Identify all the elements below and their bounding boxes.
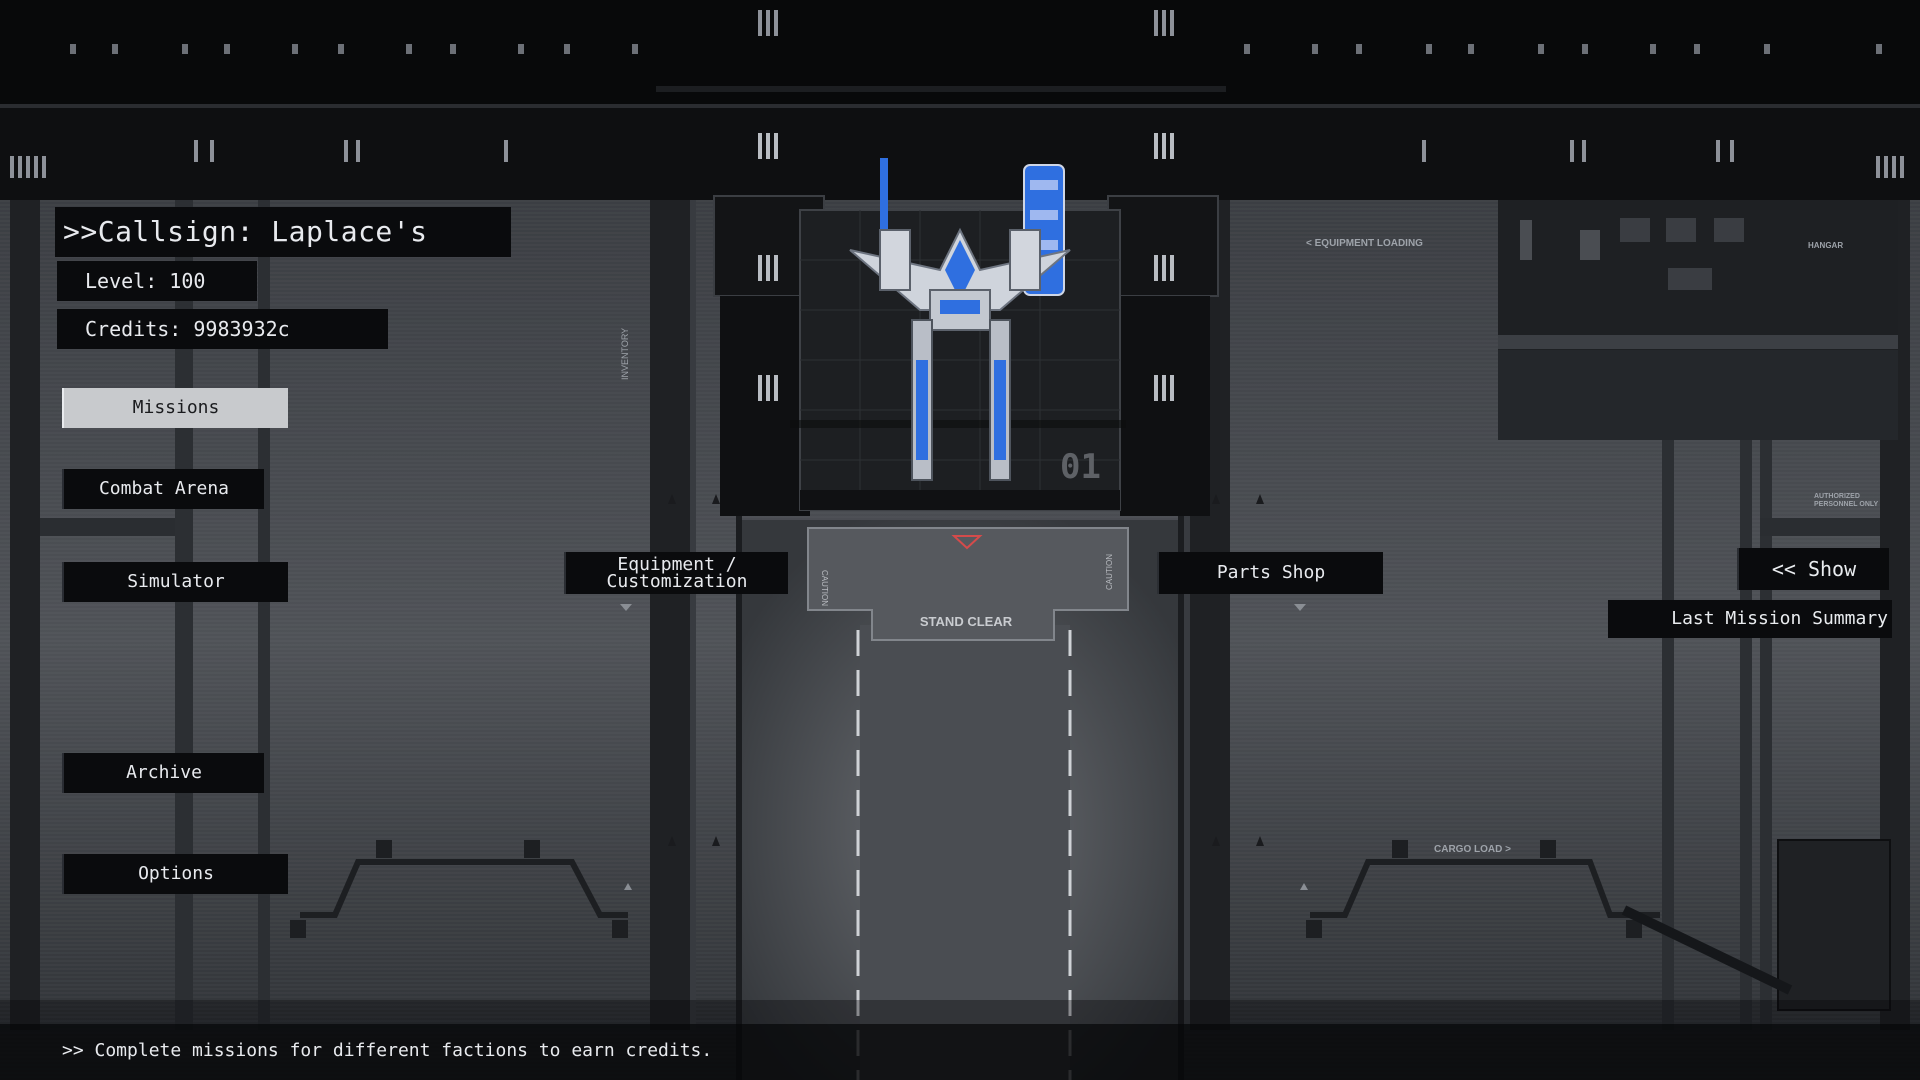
parts-shop-button[interactable]: Parts Shop: [1157, 552, 1383, 594]
show-label: << Show: [1771, 557, 1857, 581]
cargo-load-label: CARGO LOAD >: [1434, 844, 1511, 855]
equipment-customization-button[interactable]: Equipment / Customization: [564, 552, 788, 594]
authorized-label: AUTHORIZED: [1814, 493, 1860, 500]
hangar-label: HANGAR: [1808, 241, 1843, 250]
tip-text: >> Complete missions for different facti…: [62, 1040, 713, 1061]
simulator-label: Simulator: [127, 571, 225, 592]
credits-panel: Credits: 9983932c: [57, 309, 388, 349]
inventory-label: INVENTORY: [620, 328, 630, 380]
archive-label: Archive: [126, 762, 202, 783]
equipment-loading-label: < EQUIPMENT LOADING: [1306, 238, 1423, 249]
bay-number-label: 01: [1060, 447, 1101, 487]
level-text: Level: 100: [85, 269, 206, 293]
equipment-label-line2: Customization: [606, 571, 748, 592]
callsign-panel: >>Callsign: Laplace's Demon: [55, 207, 511, 298]
options-label: Options: [138, 863, 214, 884]
show-button[interactable]: << Show: [1737, 548, 1889, 590]
level-panel: Level: 100: [57, 261, 257, 301]
archive-button[interactable]: Archive: [62, 753, 264, 793]
personnel-label: PERSONNEL ONLY: [1814, 501, 1879, 508]
stand-clear-label: STAND CLEAR: [920, 614, 1013, 629]
simulator-button[interactable]: Simulator: [62, 562, 288, 602]
last-mission-summary-tab[interactable]: Last Mission Summary: [1608, 600, 1892, 638]
options-button[interactable]: Options: [62, 854, 288, 894]
combat-arena-button[interactable]: Combat Arena: [62, 469, 264, 509]
mech-sprite: [849, 158, 1071, 481]
credits-text: Credits: 9983932c: [85, 317, 290, 341]
combat-arena-label: Combat Arena: [98, 478, 230, 499]
caution-left-label: CAUTION: [820, 570, 829, 606]
missions-label: Missions: [132, 397, 220, 418]
missions-button[interactable]: Missions: [62, 388, 288, 428]
last-mission-summary-label: Last Mission Summary: [1671, 608, 1888, 629]
equipment-label-line1: Equipment /: [617, 554, 737, 575]
caution-right-label: CAUTION: [1105, 554, 1114, 590]
tip-bar: [0, 1024, 1920, 1080]
parts-shop-label: Parts Shop: [1216, 562, 1326, 583]
